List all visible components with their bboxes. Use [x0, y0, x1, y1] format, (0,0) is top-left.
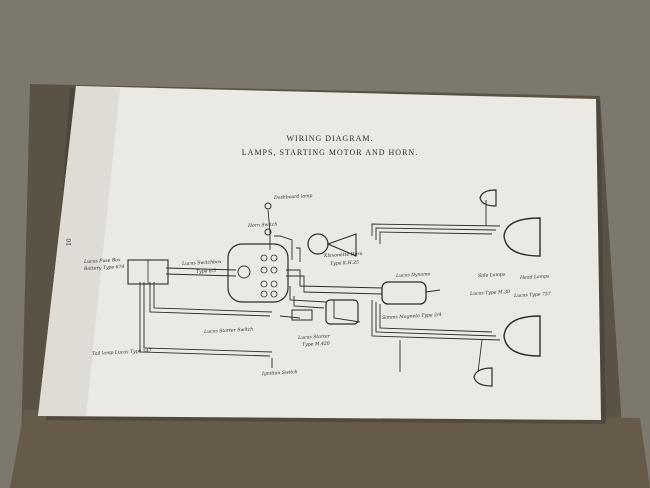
wiring-lines: [139, 200, 501, 373]
horn-trumpet: [326, 233, 357, 257]
head-lamp-lower: [503, 315, 541, 357]
paper-sheet: [38, 86, 601, 420]
diagram-title: WIRING DIAGRAM.: [286, 134, 374, 143]
book-lower-edge: [10, 410, 650, 488]
starter-switch-symbol: [291, 309, 313, 321]
dynamo-symbol: [381, 281, 427, 305]
switch-box-symbol: [227, 243, 289, 303]
horn-switch-symbol: [264, 228, 272, 236]
side-lamp-upper: [479, 189, 497, 207]
switch-box-terminals: [260, 254, 278, 298]
label-switch-type: Type 6/5: [196, 268, 217, 275]
diagram-subtitle: LAMPS, STARTING MOTOR AND HORN.: [241, 148, 419, 157]
switch-box-dial: [237, 265, 251, 279]
head-lamp-upper: [503, 217, 541, 257]
starter-symbol: [325, 299, 359, 325]
paper-curl-shade: [38, 86, 120, 416]
page-number: 10: [66, 238, 73, 246]
dashboard-lamp-symbol: [264, 202, 272, 210]
side-lamp-lower: [473, 367, 493, 387]
